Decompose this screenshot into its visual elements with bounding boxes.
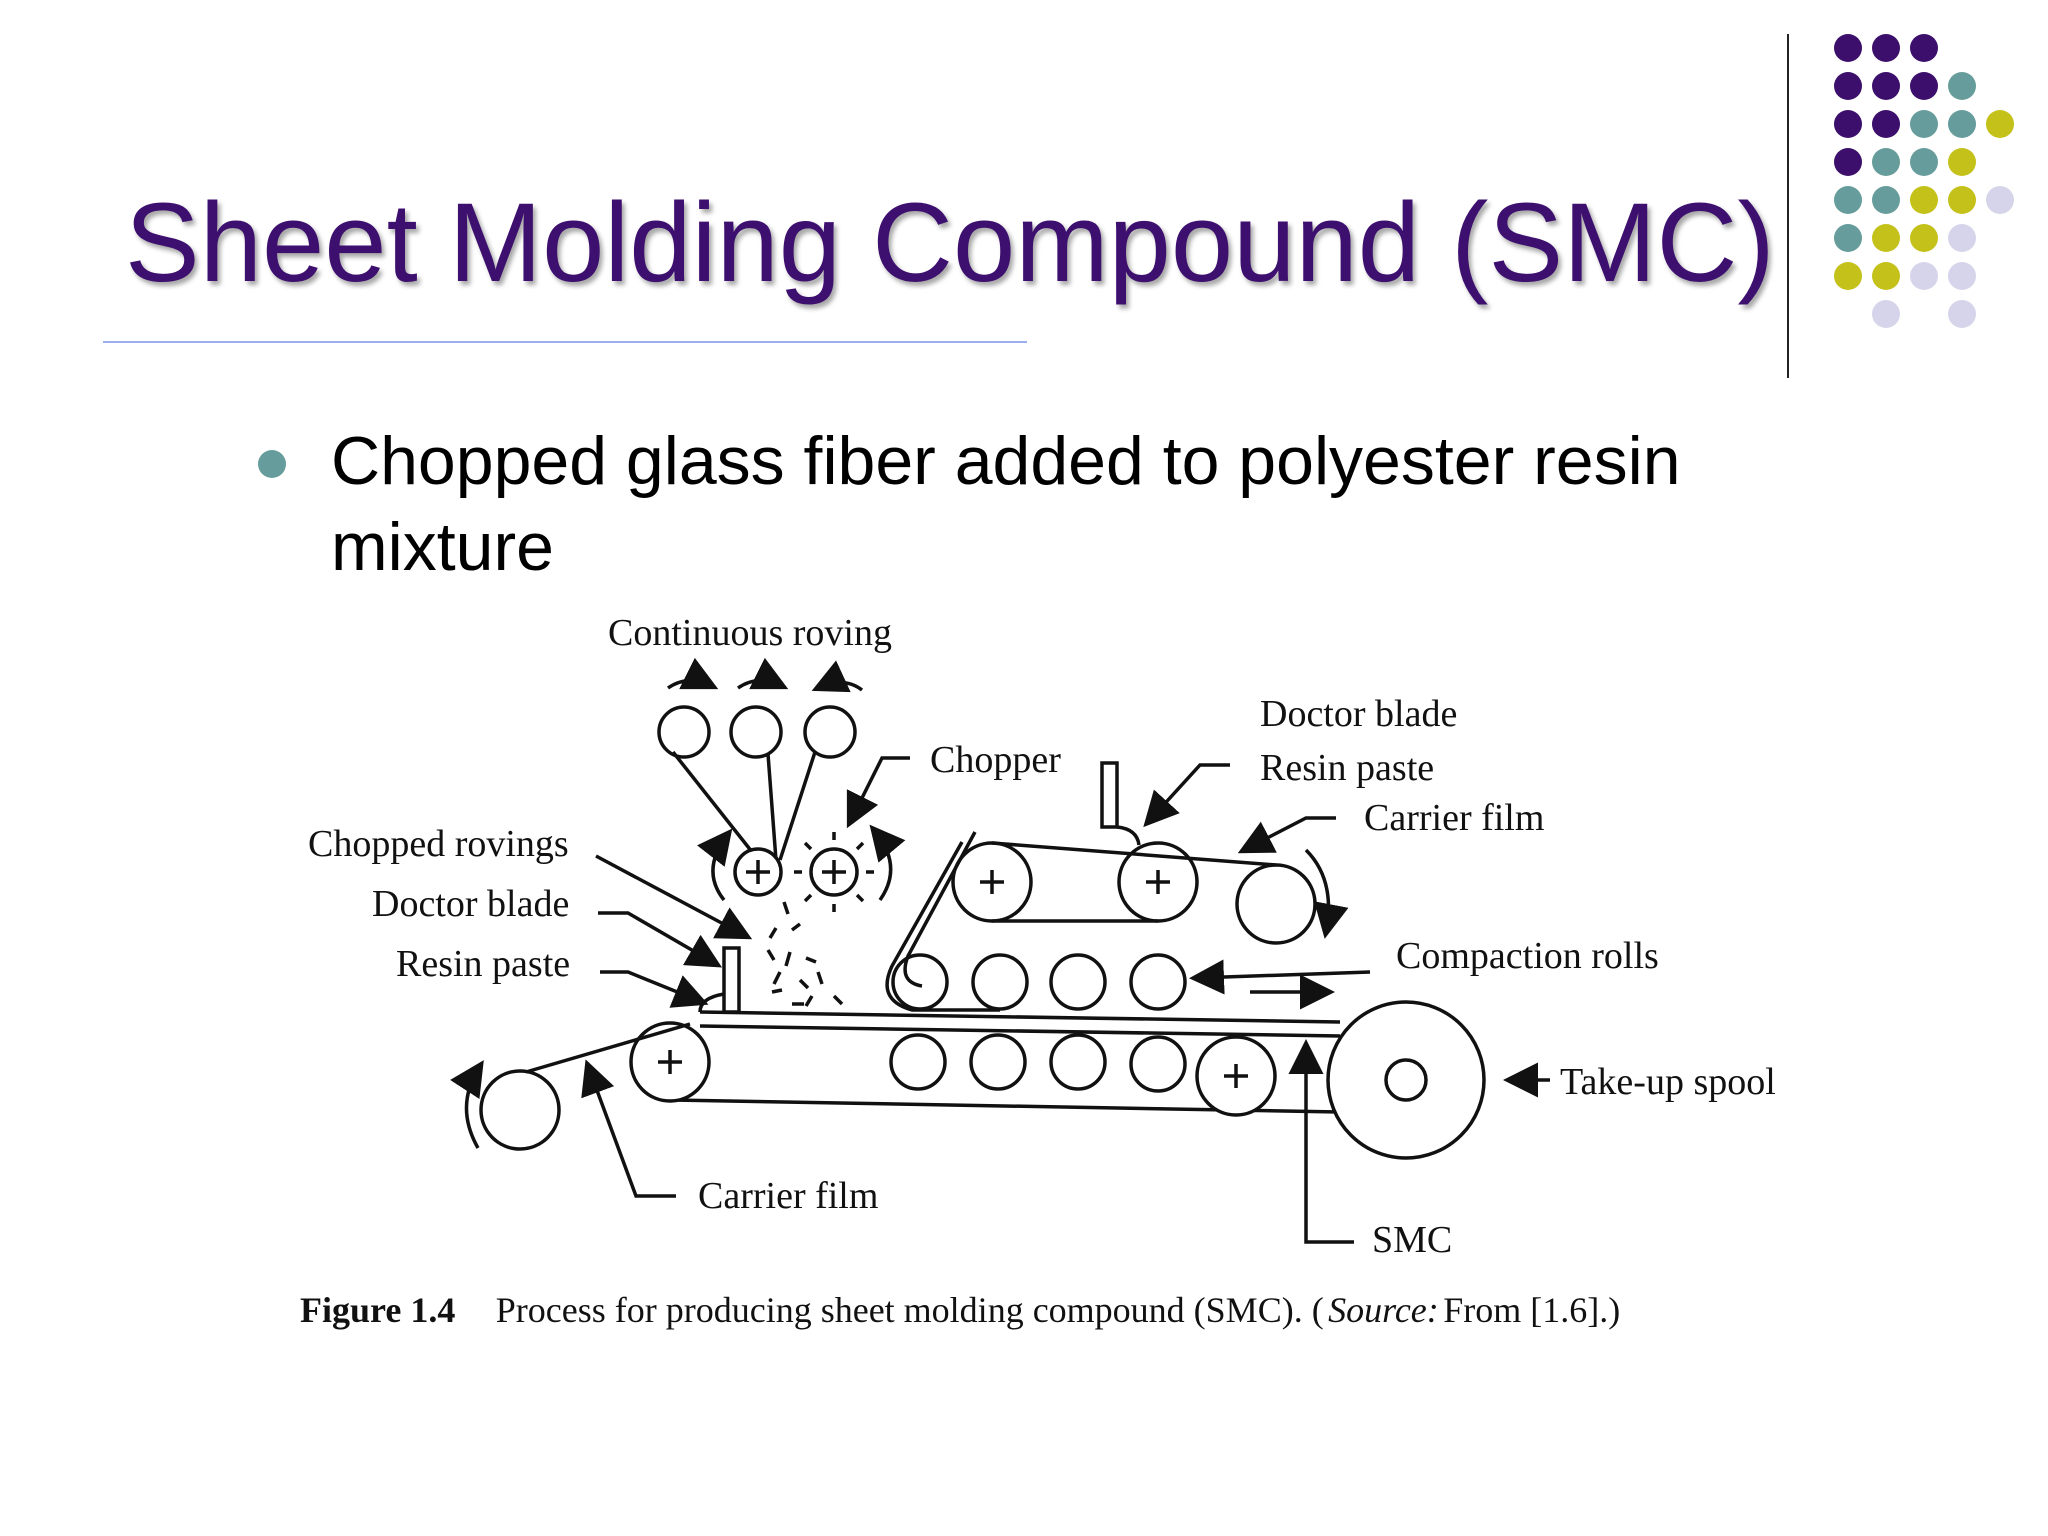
dot <box>1872 262 1900 290</box>
decorative-dot-grid <box>1820 28 2020 338</box>
dot <box>1948 110 1976 138</box>
dot <box>1948 148 1976 176</box>
label-chopper: Chopper <box>930 739 1061 781</box>
dot <box>1834 110 1862 138</box>
roving-spools <box>657 657 864 864</box>
label-chopped-rovings: Chopped rovings <box>308 823 569 865</box>
dot <box>1834 262 1862 290</box>
take-up-spool <box>1326 1000 1550 1160</box>
title-underline <box>103 341 1027 343</box>
dot <box>1872 300 1900 328</box>
dot <box>1948 262 1976 290</box>
dot <box>1834 34 1862 62</box>
chopper-rolls <box>697 756 910 912</box>
label-compaction-rolls: Compaction rolls <box>1396 935 1659 977</box>
label-resin-paste-left: Resin paste <box>396 943 570 985</box>
top-carrier-belt <box>885 761 1349 1012</box>
label-carrier-film-top: Carrier film <box>1364 797 1544 839</box>
dot <box>1948 300 1976 328</box>
dot <box>1910 72 1938 100</box>
slide-title: Sheet Molding Compound (SMC) <box>125 180 1775 305</box>
dot <box>1872 110 1900 138</box>
dot <box>1910 110 1938 138</box>
chopped-fibers <box>766 901 844 1007</box>
label-smc: SMC <box>1372 1219 1452 1261</box>
label-take-up-spool: Take-up spool <box>1560 1061 1776 1103</box>
bullet-text: Chopped glass fiber added to polyester r… <box>331 423 1681 585</box>
dot <box>1948 72 1976 100</box>
label-doctor-blade-left: Doctor blade <box>372 883 569 925</box>
dot <box>1910 262 1938 290</box>
caption-source-ref: From [1.6].) <box>1443 1290 1620 1330</box>
dot <box>1872 34 1900 62</box>
dot <box>1910 186 1938 214</box>
label-resin-paste-top: Resin paste <box>1260 747 1434 789</box>
vertical-divider <box>1787 34 1789 378</box>
dot <box>1834 148 1862 176</box>
figure-caption: Figure 1.4 Process for producing sheet m… <box>300 1290 1620 1330</box>
label-carrier-film-bottom: Carrier film <box>698 1175 878 1217</box>
caption-figure-number: Figure 1.4 <box>300 1290 455 1330</box>
bottom-carrier-belt <box>450 946 1341 1151</box>
dot <box>1948 186 1976 214</box>
label-pointers <box>581 854 1354 1244</box>
dot <box>1910 224 1938 252</box>
bullet-dot <box>258 450 286 478</box>
dot <box>1986 110 2014 138</box>
dot <box>1910 34 1938 62</box>
dot <box>1872 148 1900 176</box>
compaction-rolls-upper <box>891 953 1371 1011</box>
dot <box>1872 224 1900 252</box>
dot <box>1834 186 1862 214</box>
dot <box>1872 186 1900 214</box>
label-continuous-roving: Continuous roving <box>608 612 892 654</box>
caption-text: Process for producing sheet molding comp… <box>496 1290 1324 1330</box>
caption-source-label: Source: <box>1328 1290 1439 1330</box>
dot <box>1948 224 1976 252</box>
dot <box>1834 72 1862 100</box>
dot <box>1834 224 1862 252</box>
dot <box>1872 72 1900 100</box>
label-doctor-blade-top: Doctor blade <box>1260 693 1457 735</box>
dot <box>1986 186 2014 214</box>
dot <box>1910 148 1938 176</box>
